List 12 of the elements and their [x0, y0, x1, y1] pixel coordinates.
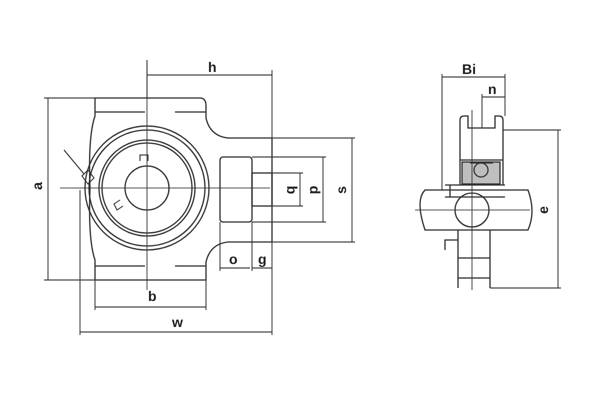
- dimension-label: w: [172, 315, 183, 329]
- dimension-label: h: [208, 60, 217, 74]
- dimension-label: e: [536, 206, 550, 214]
- dimension-label: b: [148, 289, 157, 303]
- dimension-label: Bi: [462, 62, 476, 76]
- dimension-label: o: [229, 252, 238, 266]
- dimension-label: a: [30, 182, 44, 190]
- dimension-label: n: [488, 82, 497, 96]
- dimension-label: q: [282, 186, 296, 194]
- dimension-label: p: [305, 186, 320, 194]
- dimension-label: s: [334, 186, 348, 194]
- dimension-label: g: [258, 252, 267, 266]
